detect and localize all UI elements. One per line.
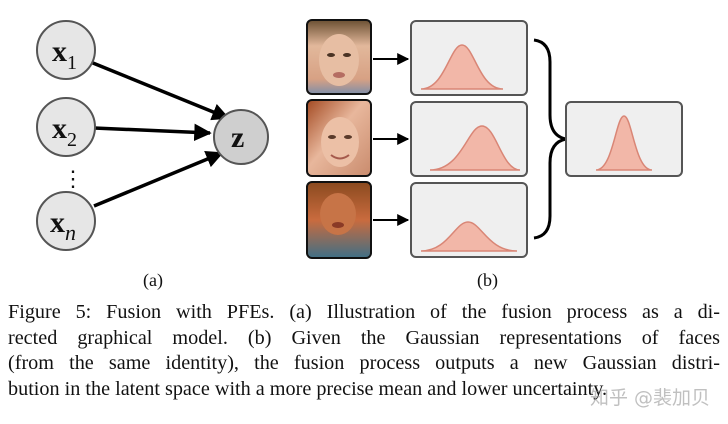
subfigure-label-b: (b) bbox=[477, 270, 498, 291]
ellipsis: ⋮ bbox=[62, 166, 84, 191]
node-x2-label: x2 bbox=[52, 112, 77, 151]
edge-x2-z bbox=[93, 123, 212, 142]
gaussian-curve-2 bbox=[429, 125, 521, 171]
curly-brace bbox=[533, 38, 567, 240]
caption-line-2: rected graphical model. (b) Given the Ga… bbox=[8, 326, 720, 349]
gaussian-panel-2 bbox=[410, 101, 528, 177]
node-z bbox=[213, 109, 269, 165]
caption-line-3: (from the same identity), the fusion pro… bbox=[8, 352, 720, 374]
caption-line-4: bution in the latent space with a more p… bbox=[8, 377, 608, 400]
gaussian-panel-1 bbox=[410, 20, 528, 96]
face-image-2 bbox=[306, 99, 372, 177]
node-x2 bbox=[36, 97, 96, 157]
gaussian-panel-3 bbox=[410, 182, 528, 258]
figure-5: x1 x2 ⋮ xn z (a) bbox=[36, 19, 683, 291]
node-xn bbox=[36, 191, 96, 251]
figure-caption: Figure 5: Fusion with PFEs. (a) Illustra… bbox=[8, 300, 720, 402]
node-z-label: z bbox=[231, 121, 244, 154]
node-x1-label: x1 bbox=[52, 35, 77, 74]
node-x1 bbox=[36, 20, 96, 80]
node-xn-label: xn bbox=[50, 206, 76, 245]
gaussian-curve-3 bbox=[420, 221, 518, 252]
edge-xn-z bbox=[93, 150, 224, 208]
fused-gaussian-panel bbox=[565, 101, 683, 177]
face-image-3 bbox=[306, 181, 372, 259]
gaussian-curve-1 bbox=[420, 44, 504, 90]
graphical-model: x1 x2 ⋮ xn z bbox=[36, 20, 269, 251]
subfigure-label-a: (a) bbox=[143, 270, 163, 291]
face-image-1 bbox=[306, 19, 372, 95]
watermark: 知乎 @裴加贝 bbox=[590, 387, 711, 409]
fused-gaussian-curve bbox=[595, 115, 653, 171]
caption-line-1: Figure 5: Fusion with PFEs. (a) Illustra… bbox=[8, 301, 720, 323]
fusion-diagram bbox=[306, 19, 683, 259]
edge-x1-z bbox=[87, 59, 230, 121]
